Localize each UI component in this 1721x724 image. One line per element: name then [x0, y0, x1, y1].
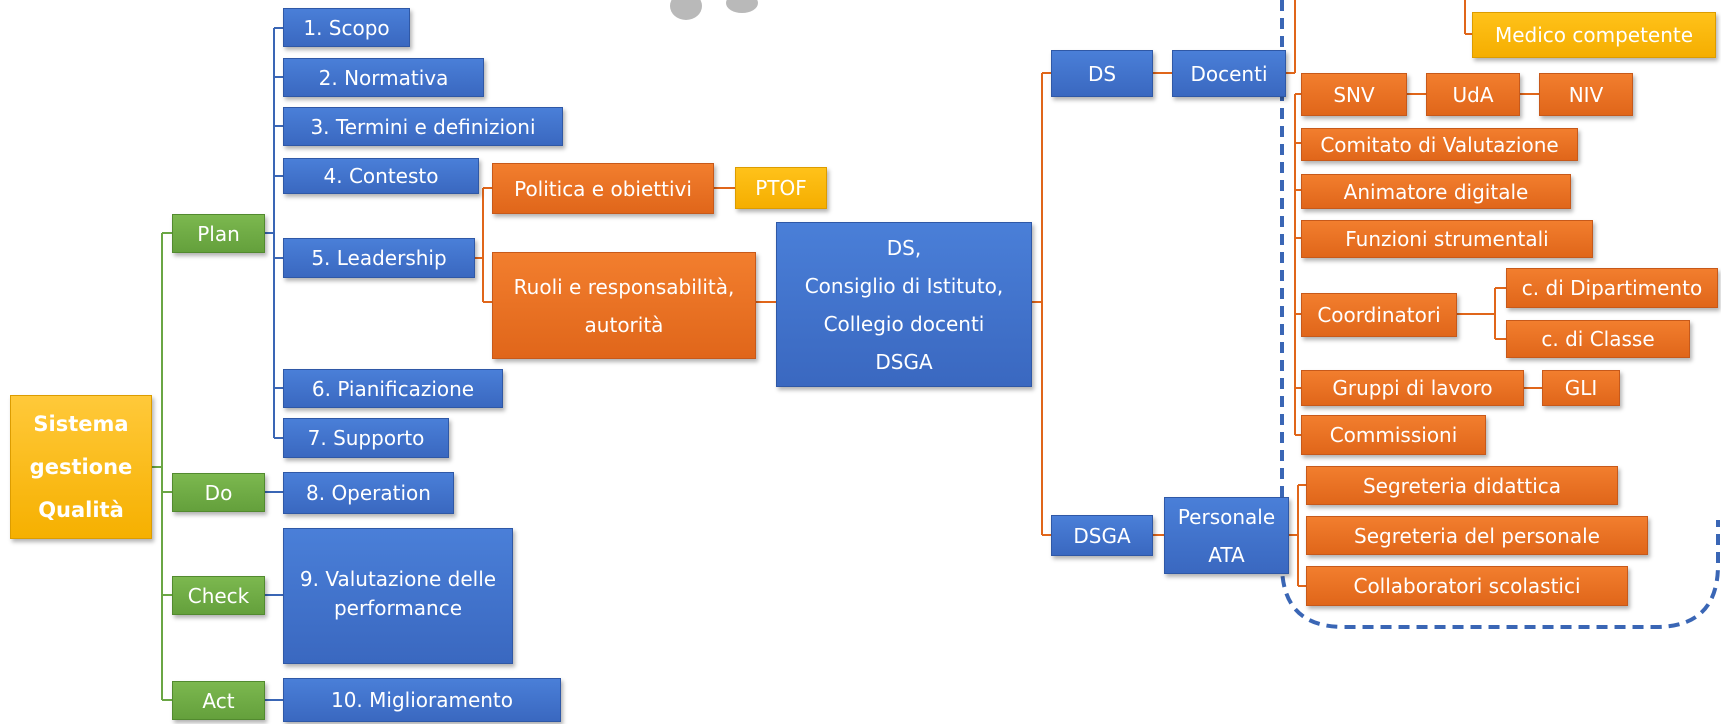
c-di-dipartimento: c. di Dipartimento	[1506, 268, 1718, 308]
clause-normativa: 2. Normativa	[283, 58, 484, 97]
gli: GLI	[1542, 370, 1620, 406]
commissioni: Commissioni	[1301, 415, 1486, 455]
snv: SNV	[1301, 73, 1407, 116]
clause-contesto: 4. Contesto	[283, 158, 479, 194]
root-sistema-gestione-qualita: Sistema gestione Qualità	[10, 395, 152, 539]
phase-plan: Plan	[172, 214, 265, 253]
phase-do: Do	[172, 473, 265, 512]
medico-competente: Medico competente	[1472, 12, 1716, 58]
phase-check: Check	[172, 576, 265, 615]
phase-connectors	[265, 27, 283, 701]
org-dsga: DSGA	[1051, 515, 1153, 556]
org-docenti: Docenti	[1172, 50, 1286, 97]
ptof: PTOF	[735, 167, 827, 209]
funzioni-strumentali: Funzioni strumentali	[1301, 220, 1593, 258]
dashed-boundary	[1280, 0, 1720, 629]
clause-valutazione: 9. Valutazione delle performance	[283, 528, 513, 664]
root-connectors	[152, 232, 172, 701]
c-di-classe: c. di Classe	[1506, 320, 1690, 358]
org-ds: DS	[1051, 50, 1153, 97]
gruppi-di-lavoro: Gruppi di lavoro	[1301, 370, 1524, 406]
ruoli-responsabilita: Ruoli e responsabilità, autorità	[492, 252, 756, 359]
clause-pianificazione: 6. Pianificazione	[283, 369, 503, 408]
segreteria-del-personale: Segreteria del personale	[1306, 516, 1648, 555]
clause-leadership: 5. Leadership	[283, 238, 475, 278]
collaboratori-scolastici: Collaboratori scolastici	[1306, 566, 1628, 606]
niv: NIV	[1539, 73, 1633, 116]
clause-supporto: 7. Supporto	[283, 418, 449, 458]
uda: UdA	[1426, 73, 1520, 116]
animatore-digitale: Animatore digitale	[1301, 174, 1571, 209]
segreteria-didattica: Segreteria didattica	[1306, 466, 1618, 505]
clause-scopo: 1. Scopo	[283, 8, 410, 47]
coordinatori: Coordinatori	[1301, 293, 1457, 337]
clause-termini: 3. Termini e definizioni	[283, 107, 563, 146]
clause-operation: 8. Operation	[283, 472, 454, 514]
org-personale-ata: Personale ATA	[1164, 497, 1289, 574]
leadership-connectors	[475, 0, 1542, 587]
organi-collegiali: DS, Consiglio di Istituto, Collegio doce…	[776, 222, 1032, 387]
phase-act: Act	[172, 681, 265, 720]
comitato-valutazione: Comitato di Valutazione	[1301, 128, 1578, 161]
clause-miglioramento: 10. Miglioramento	[283, 678, 561, 722]
politica-obiettivi: Politica e obiettivi	[492, 163, 714, 214]
figure-decoration	[670, 0, 758, 20]
